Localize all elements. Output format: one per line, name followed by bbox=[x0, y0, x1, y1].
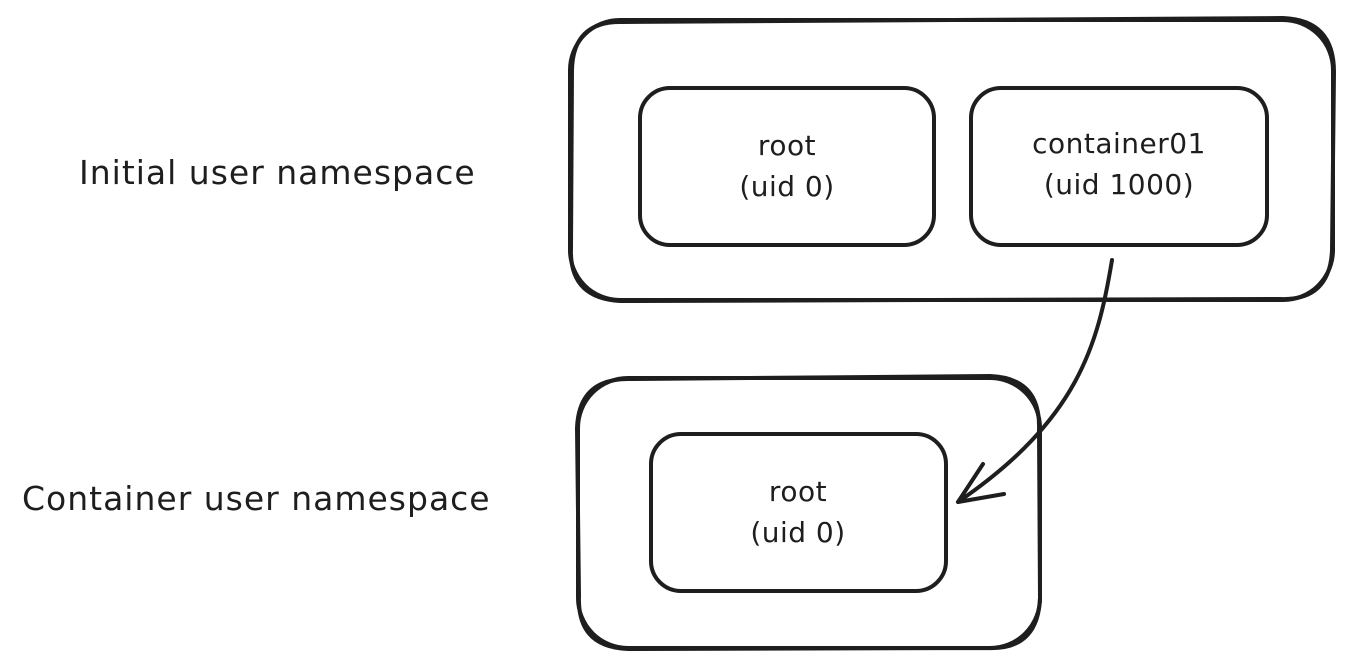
uid-mapping-arrow bbox=[956, 258, 1114, 504]
user-box-root-container bbox=[649, 432, 948, 593]
container-namespace-label: Container user namespace bbox=[22, 479, 491, 518]
initial-namespace-label: Initial user namespace bbox=[79, 153, 476, 192]
user-name-container01: container01 bbox=[1032, 127, 1206, 160]
initial-namespace-sketch-stroke bbox=[568, 16, 1336, 303]
arrow-shaft bbox=[956, 258, 1114, 504]
user-box-root-initial bbox=[638, 86, 936, 247]
user-uid-root-initial: (uid 0) bbox=[739, 170, 834, 203]
container-namespace-sketch-stroke bbox=[575, 374, 1042, 651]
user-name-root-initial: root bbox=[758, 129, 816, 162]
arrow-head bbox=[956, 462, 1006, 504]
user-name-root-container: root bbox=[769, 475, 827, 508]
container-namespace-group: root (uid 0) bbox=[575, 374, 1042, 651]
initial-namespace-group: root (uid 0) container01 (uid 1000) bbox=[568, 16, 1336, 303]
user-box-container01 bbox=[969, 86, 1269, 247]
user-uid-root-container: (uid 0) bbox=[750, 516, 845, 549]
user-uid-container01: (uid 1000) bbox=[1044, 168, 1194, 201]
